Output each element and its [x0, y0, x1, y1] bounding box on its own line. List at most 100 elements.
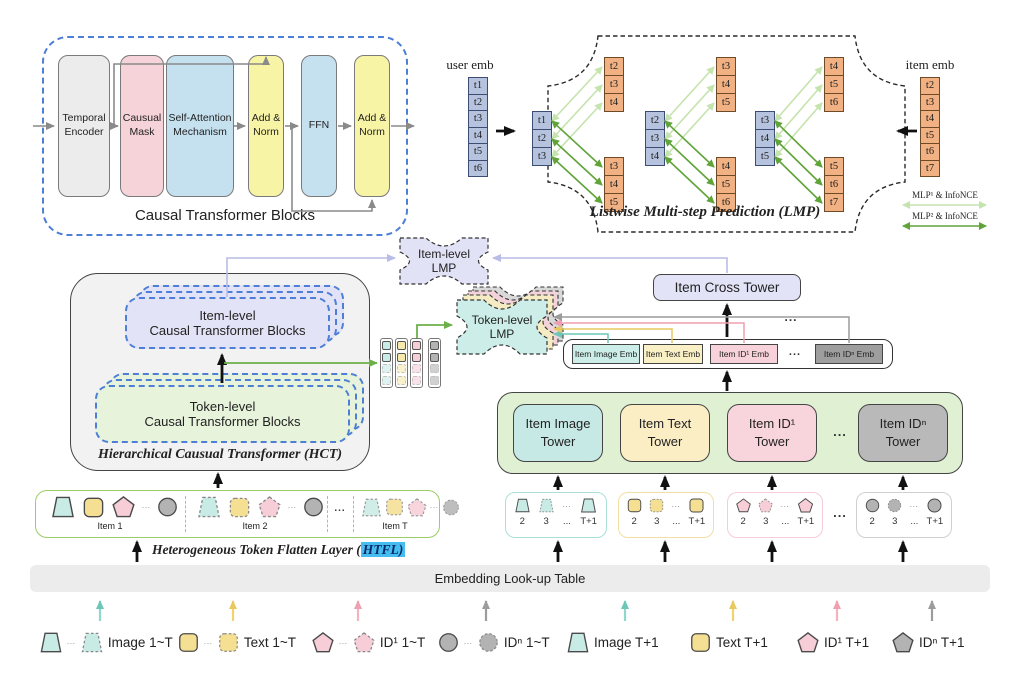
item-idn-emb: Item IDⁿ Emb — [815, 344, 883, 364]
token-cell — [412, 341, 421, 351]
token-cell — [430, 364, 439, 374]
legend-label: ID¹ T+1 — [824, 635, 870, 650]
tick: ... — [672, 516, 681, 527]
t-cell: t5 — [824, 75, 844, 94]
image-token-icon — [52, 496, 74, 518]
token-cell — [412, 364, 421, 374]
text-token-icon — [83, 497, 104, 517]
self-attention-block: Self-Attention Mechanism — [166, 55, 234, 197]
token-cell — [397, 341, 406, 351]
id1-token-box: 2 3 ...... T+1 — [727, 492, 823, 538]
add-norm-2-label: Add & Norm — [357, 112, 387, 138]
token-step: 2 — [865, 498, 880, 537]
item-cross-tower: Item Cross Tower — [653, 274, 801, 301]
item-text-emb: Item Text Emb — [643, 344, 703, 364]
token-step: 2 — [627, 498, 642, 537]
token-column-id1 — [410, 338, 423, 388]
t-cell: t3 — [755, 111, 775, 130]
idn-token-dashed-icon — [888, 498, 902, 513]
legend-label: Text T+1 — [716, 635, 768, 650]
legend-label: IDⁿ T+1 — [919, 635, 965, 650]
t-cell: t3 — [604, 157, 624, 176]
item-id1-tower: Item ID¹ Tower — [727, 404, 817, 462]
t-cell: t7 — [920, 159, 940, 177]
id1-token-icon — [735, 498, 751, 513]
token-step: ...... — [910, 498, 919, 537]
dots: ... — [464, 638, 473, 646]
tick: 3 — [892, 516, 898, 527]
t-cell: t1 — [468, 77, 488, 95]
image-token-icon — [515, 498, 530, 513]
idn-next-token-icon — [892, 632, 914, 653]
token-level-lmp-badge: Token-level LMP — [471, 313, 533, 341]
item-1-tokens: ... — [50, 496, 178, 518]
item-separator — [327, 496, 328, 532]
token-cell — [430, 352, 439, 362]
tick: T+1 — [926, 516, 944, 527]
id1-token-dashed-icon — [758, 498, 773, 513]
t-cell: t3 — [468, 110, 488, 128]
id1-token-icon — [112, 496, 135, 518]
htfl-title-highlight: HTFL) — [360, 542, 406, 557]
t-cell: t5 — [824, 157, 844, 176]
idn-token-dashed-icon — [442, 499, 459, 515]
idn-token-box: 2 3 ...... T+1 — [856, 492, 952, 538]
token-step: 3 — [649, 498, 664, 537]
t-cell: t5 — [920, 126, 940, 144]
idn-token-icon — [439, 633, 458, 652]
token-cell — [397, 352, 406, 362]
token-cell — [382, 352, 391, 362]
token-column-idn — [428, 338, 441, 388]
legend-id1-next: ID¹ T+1 — [797, 632, 869, 653]
t-cell: t6 — [468, 159, 488, 177]
dots: ... — [430, 503, 439, 510]
lookup-input-arrows — [96, 600, 936, 621]
legend-id1-range: ... ID¹ 1~T — [312, 632, 425, 653]
dots: ... — [780, 502, 790, 509]
t-cell: t4 — [716, 157, 736, 176]
id1-token-icon — [312, 632, 334, 653]
legend-text-next: Text T+1 — [690, 632, 768, 653]
tick: 2 — [519, 516, 525, 527]
item-image-emb: Item Image Emb — [572, 344, 640, 364]
t-cell: t2 — [645, 111, 665, 130]
temporal-encoder-label: Temporal Encoder — [62, 112, 106, 138]
ffn-block: FFN — [301, 55, 337, 197]
item-2-label: Item 2 — [242, 521, 268, 531]
tick: T+1 — [580, 516, 597, 527]
t-cell: t2 — [468, 93, 488, 111]
token-column-image — [380, 338, 393, 388]
item-separator — [353, 496, 354, 532]
text-token-dashed-icon — [218, 633, 238, 652]
tick: 3 — [543, 516, 549, 527]
item-text-tower: Item Text Tower — [620, 404, 710, 462]
t-cell: t3 — [645, 129, 665, 148]
token-cell — [412, 352, 421, 362]
text-token-dashed-icon — [229, 497, 250, 517]
t-cell: t7 — [824, 193, 844, 212]
t-cell: t6 — [920, 143, 940, 161]
text-token-icon — [691, 633, 710, 652]
image-token-icon — [581, 498, 596, 513]
token-cell — [382, 364, 391, 374]
item-idn-tower: Item IDⁿ Tower — [858, 404, 948, 462]
dots: ... — [909, 502, 919, 509]
tick: T+1 — [688, 516, 706, 527]
t-cell: t4 — [716, 75, 736, 94]
emb-dots-upper: ... — [784, 310, 798, 324]
hct-title: Hierarchical Causual Transformer (HCT) — [97, 447, 343, 462]
tick: 3 — [654, 516, 660, 527]
lmp-title: Listwise Multi-step Prediction (LMP) — [589, 204, 821, 220]
add-norm-block-2: Add & Norm — [354, 55, 390, 197]
id1-token-icon — [798, 498, 814, 513]
add-norm-block-1: Add & Norm — [248, 55, 284, 197]
legend-image-next: Image T+1 — [567, 632, 659, 653]
idn-token-dashed-icon — [478, 633, 498, 652]
t-cell: t3 — [604, 75, 624, 94]
legend-label: IDⁿ 1~T — [503, 635, 550, 650]
t-cell: t2 — [532, 129, 552, 148]
